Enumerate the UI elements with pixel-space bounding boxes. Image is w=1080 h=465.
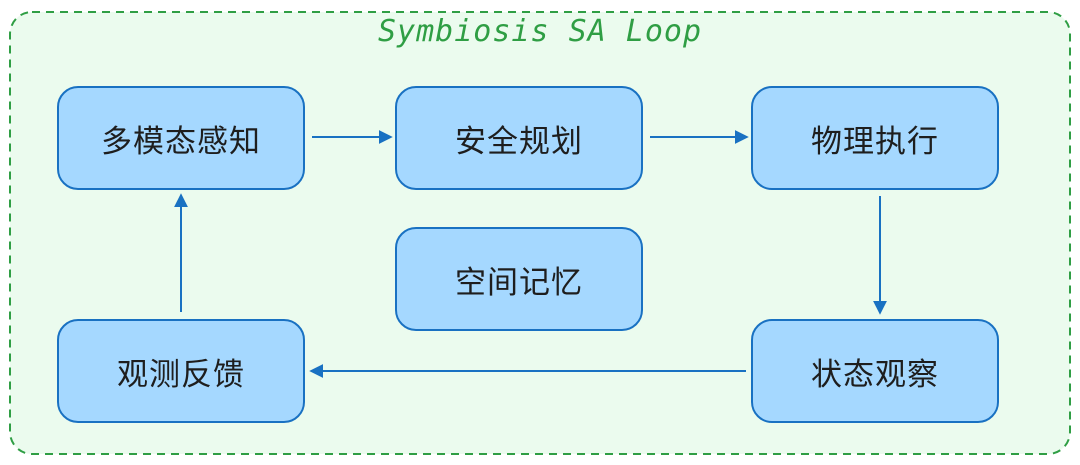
node-box-perception [57,86,305,190]
node-perception: 多模态感知 [101,123,261,160]
loop-title: Symbiosis SA Loop [377,14,703,49]
node-feedback: 观测反馈 [117,356,245,393]
node-execution: 物理执行 [811,123,939,160]
node-memory: 空间记忆 [455,264,583,301]
node-observation: 状态观察 [811,356,939,393]
node-box-planning [395,86,643,190]
node-box-memory [395,227,643,331]
node-box-execution [751,86,999,190]
node-box-feedback [57,319,305,423]
node-planning: 安全规划 [455,123,583,160]
node-box-observation [751,319,999,423]
